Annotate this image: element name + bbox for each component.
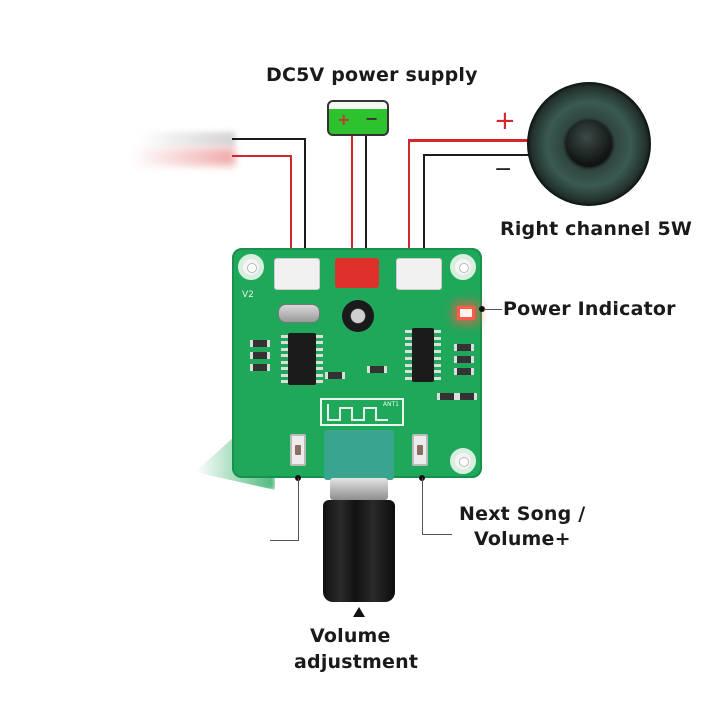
pcb-antenna: ANT1	[320, 398, 404, 426]
right-channel-label: Right channel 5W	[500, 218, 693, 240]
power-indicator-led	[457, 306, 475, 320]
electrolytic-capacitor	[342, 300, 374, 332]
next-song-label-line1: Next Song /	[459, 503, 586, 525]
smd-component	[457, 393, 477, 400]
speaker-wire-black-h	[423, 154, 531, 156]
smd-component	[250, 352, 270, 359]
battery-icon: + −	[327, 100, 389, 136]
smd-component	[454, 368, 474, 375]
power-connector	[335, 258, 379, 288]
speaker-wire-red-h	[408, 139, 530, 142]
crystal-oscillator	[278, 304, 320, 323]
power-wire-red	[351, 136, 353, 264]
input-wire-red-v	[290, 155, 292, 262]
pcb-version-text: V2	[242, 290, 254, 300]
volume-knob[interactable]	[323, 500, 395, 602]
amplifier-chip	[412, 328, 434, 382]
speaker-wire-red-v	[408, 139, 410, 262]
amplifier-board: V2 ANT1	[232, 248, 482, 480]
smd-component	[250, 340, 270, 347]
smd-component	[325, 372, 345, 379]
smd-component	[437, 393, 457, 400]
antenna-label: ANT1	[382, 401, 399, 408]
speaker-dust-cap	[566, 121, 612, 167]
next-song-label-line2: Volume+	[474, 528, 571, 550]
next-button-callout-v	[422, 478, 423, 534]
power-supply-label: DC5V power supply	[266, 64, 478, 86]
amplifier-chip-pins-left	[405, 330, 412, 380]
bluetooth-chip	[288, 333, 316, 385]
power-indicator-label: Power Indicator	[503, 298, 676, 320]
bluetooth-chip-pins-right	[316, 335, 323, 383]
volume-arrow-icon	[353, 607, 365, 617]
speaker-minus-symbol: −	[494, 157, 513, 182]
smd-component	[367, 366, 387, 373]
input-wire-red-h	[232, 155, 292, 157]
potentiometer-body	[324, 430, 394, 480]
volume-label-line2: adjustment	[294, 651, 419, 673]
input-wire-fade-red	[130, 148, 235, 166]
mount-hole-tl	[238, 254, 264, 280]
smd-component	[454, 344, 474, 351]
battery-plus-symbol: +	[337, 110, 351, 129]
next-song-volume-up-button[interactable]	[412, 434, 428, 466]
prev-song-button[interactable]	[290, 434, 306, 466]
mount-hole-br	[450, 448, 476, 474]
prev-button-callout-v	[298, 478, 299, 540]
input-wire-black-h	[232, 138, 306, 140]
mount-hole-tr	[450, 254, 476, 280]
prev-button-callout-h	[270, 540, 299, 541]
potentiometer-nut	[330, 478, 388, 500]
input-wire-fade-black	[140, 132, 235, 146]
battery-minus-symbol: −	[365, 109, 379, 128]
power-led-callout-dot	[479, 306, 485, 312]
power-led-callout-line	[484, 309, 502, 310]
smd-component	[250, 364, 270, 371]
speaker-plus-symbol: +	[494, 106, 516, 136]
audio-input-connector	[274, 258, 320, 290]
speaker-wire-black-v	[423, 154, 425, 262]
bluetooth-chip-pins-left	[281, 335, 288, 383]
speaker-connector	[396, 258, 442, 290]
volume-label-line1: Volume	[310, 625, 391, 647]
next-button-callout-h	[422, 534, 452, 535]
power-wire-black	[365, 136, 367, 264]
smd-component	[454, 356, 474, 363]
input-wire-black-v	[304, 138, 306, 262]
amplifier-chip-pins-right	[434, 330, 441, 380]
